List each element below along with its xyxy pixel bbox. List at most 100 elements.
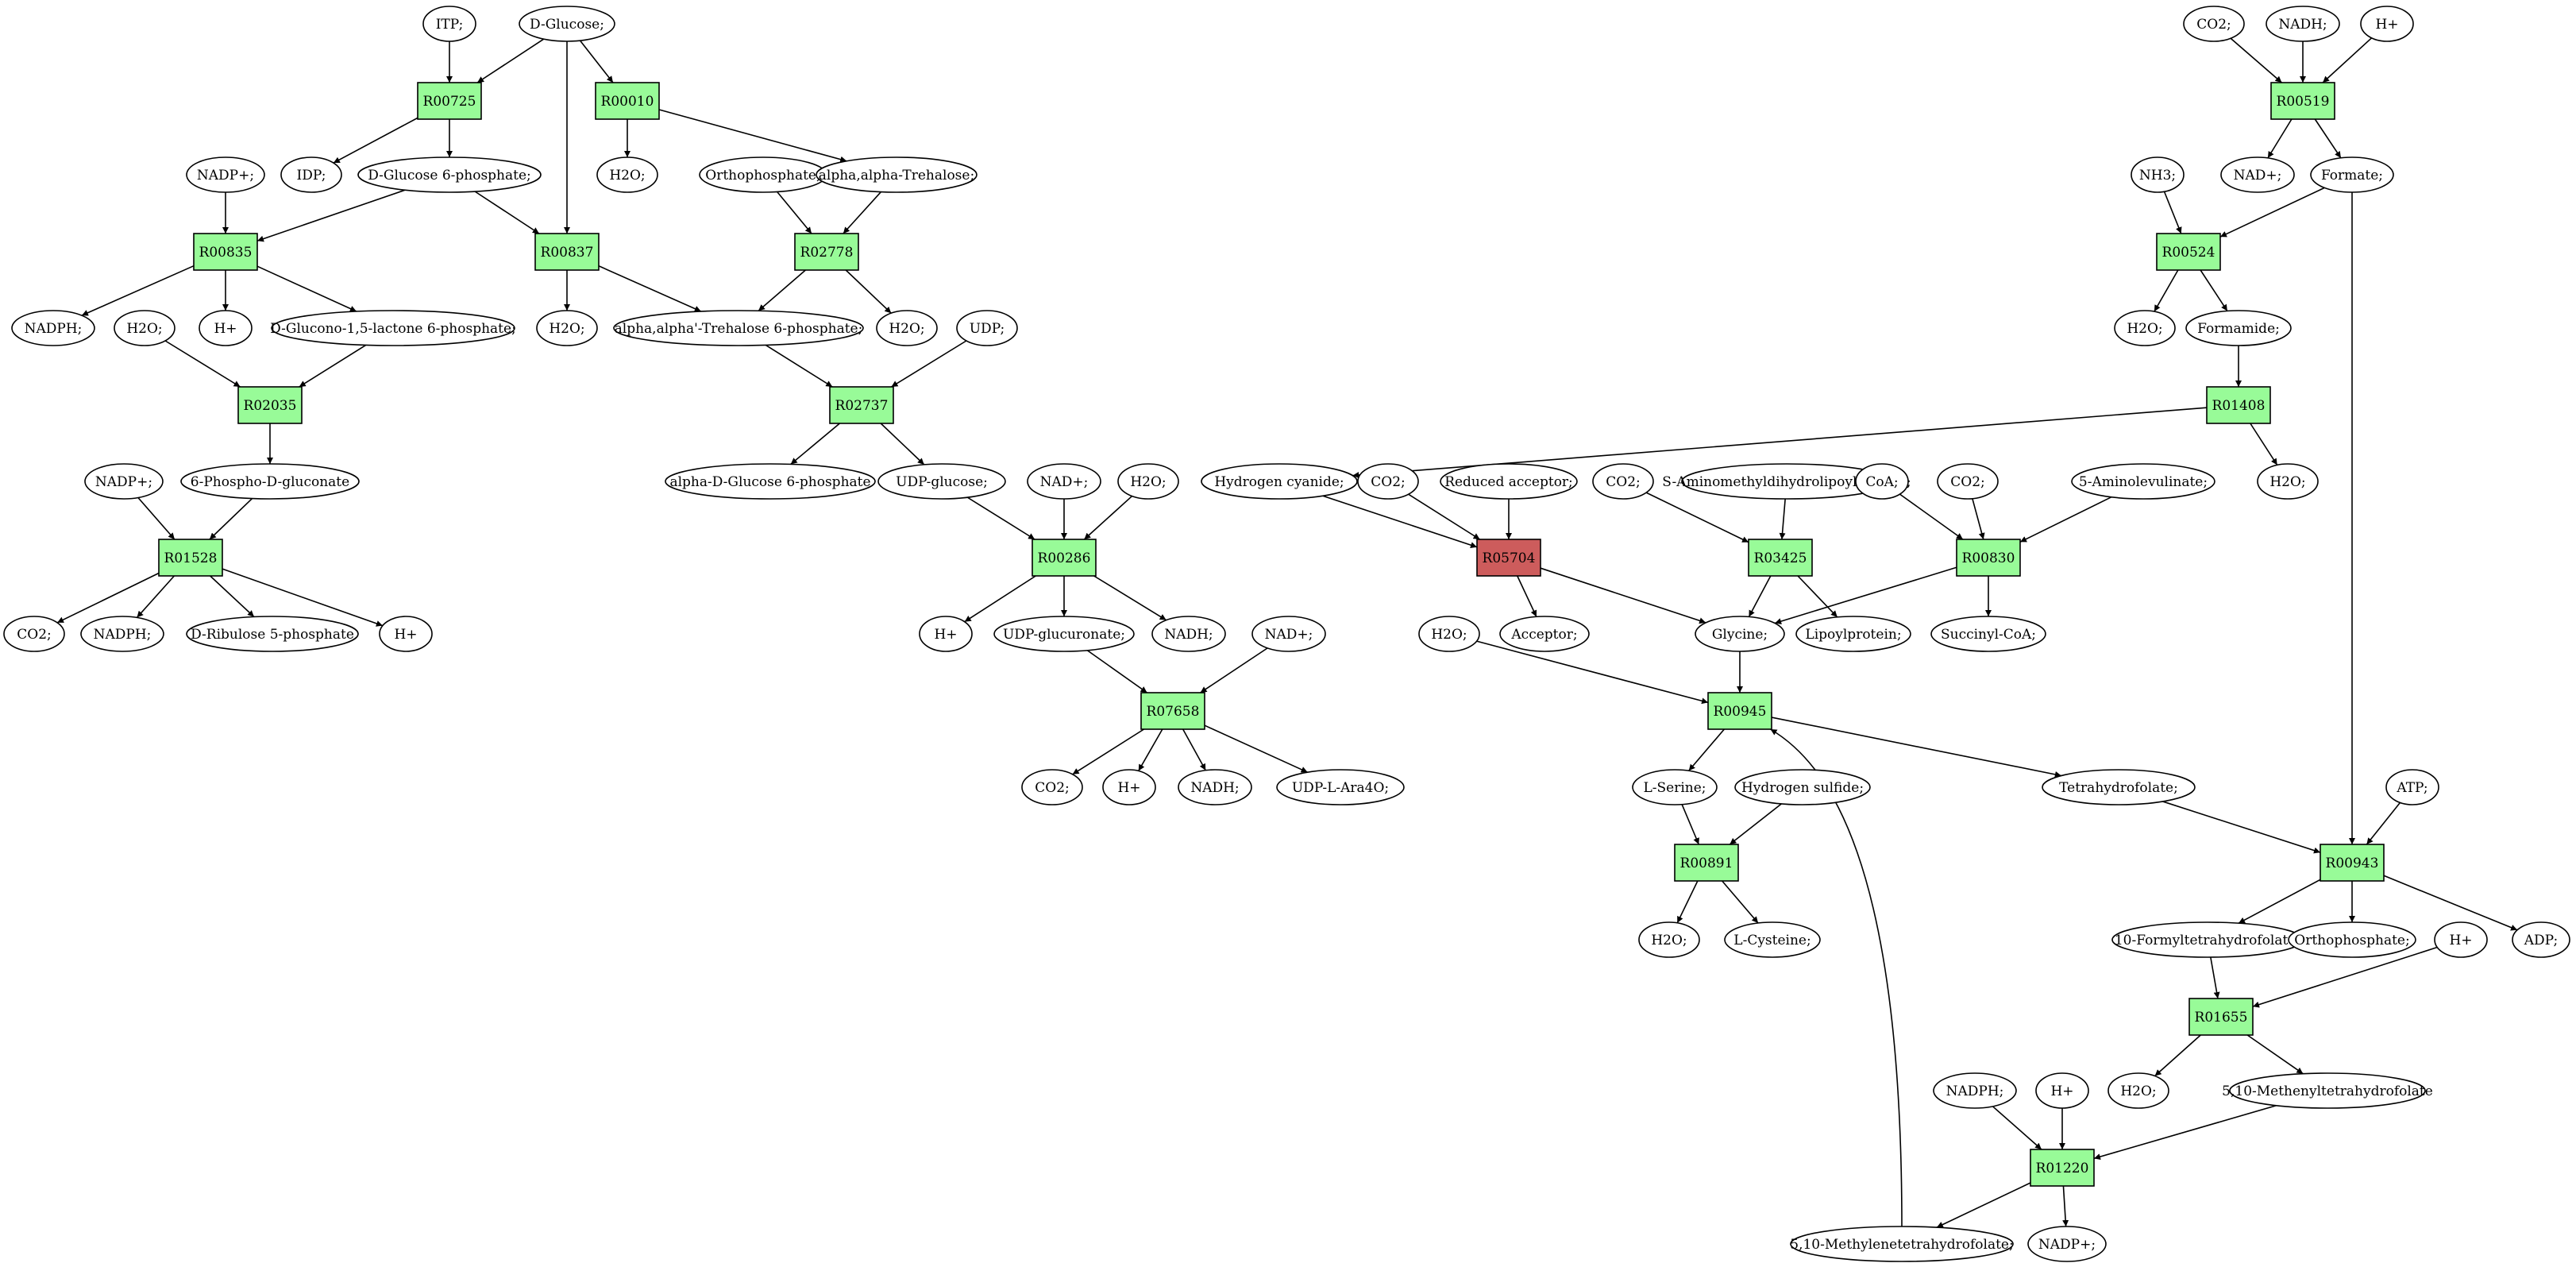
compound-node-c_h2o_g[interactable]: H2O; <box>2257 463 2319 500</box>
compound-node-c_co2_3[interactable]: CO2; <box>2183 6 2245 42</box>
compound-node-c_hplus5[interactable]: H+ <box>2360 6 2414 42</box>
compound-node-c_co2_2[interactable]: CO2; <box>1021 769 1083 805</box>
reaction-node-r00830[interactable]: R00830 <box>1956 539 2021 577</box>
reaction-node-r00835[interactable]: R00835 <box>193 233 258 271</box>
compound-node-c_h2o_j[interactable]: H2O; <box>2107 1072 2169 1109</box>
compound-node-c_g6p[interactable]: D-Glucose 6-phosphate; <box>357 156 542 193</box>
compound-node-c_hplus6[interactable]: H+ <box>2434 921 2488 958</box>
compound-node-c_nad3[interactable]: NAD+; <box>2220 156 2295 193</box>
compound-node-c_lipo[interactable]: Lipoylprotein; <box>1795 616 1911 652</box>
reaction-node-r00837[interactable]: R00837 <box>534 233 600 271</box>
compound-node-c_6pg[interactable]: 6-Phospho-D-gluconate <box>180 463 360 500</box>
reaction-node-r01220[interactable]: R01220 <box>2030 1149 2095 1187</box>
compound-node-c_hplus4[interactable]: H+ <box>1102 769 1156 805</box>
compound-node-c_ortho1[interactable]: Orthophosphate; <box>699 156 827 193</box>
reaction-node-r02778[interactable]: R02778 <box>794 233 859 271</box>
compound-node-c_nadp3[interactable]: NADP+; <box>2027 1226 2107 1262</box>
compound-node-c_h2o_h[interactable]: H2O; <box>1418 616 1480 652</box>
reaction-node-r02737[interactable]: R02737 <box>829 386 894 424</box>
compound-node-c_fthf[interactable]: 10-Formyltetrahydrofolate; <box>2111 921 2304 958</box>
compound-node-c_methylene[interactable]: 5,10-Methylenetetrahydrofolate; <box>1790 1226 2014 1262</box>
compound-node-c_ag6p[interactable]: alpha-D-Glucose 6-phosphate <box>665 463 876 500</box>
compound-node-c_udpglca[interactable]: UDP-glucuronate; <box>993 616 1135 652</box>
edge-c_hplus5-to-r00519 <box>2322 37 2373 83</box>
compound-node-c_thf[interactable]: Tetrahydrofolate; <box>2042 769 2196 805</box>
compound-ellipse <box>186 156 265 193</box>
reaction-node-r00943[interactable]: R00943 <box>2320 844 2385 882</box>
reaction-node-r01528[interactable]: R01528 <box>158 539 223 577</box>
compound-node-c_h2o_e[interactable]: H2O; <box>1117 463 1179 500</box>
compound-node-c_hcn[interactable]: Hydrogen cyanide; <box>1201 463 1358 500</box>
compound-node-c_redacc[interactable]: Reduced acceptor; <box>1440 463 1578 500</box>
compound-node-c_succoa[interactable]: Succinyl-CoA; <box>1930 616 2046 652</box>
compound-node-c_ru5p[interactable]: D-Ribulose 5-phosphate <box>186 616 359 652</box>
compound-node-c_co2_6[interactable]: CO2; <box>1937 463 1999 500</box>
compound-node-c_formate[interactable]: Formate; <box>2310 156 2394 193</box>
compound-node-c_glc[interactable]: D-Glucose; <box>519 6 615 42</box>
reaction-node-r00945[interactable]: R00945 <box>1707 692 1772 730</box>
compound-node-c_cys[interactable]: L-Cysteine; <box>1724 921 1821 958</box>
compound-node-c_adp[interactable]: ADP; <box>2512 921 2570 958</box>
reaction-node-r07658[interactable]: R07658 <box>1140 692 1205 730</box>
compound-node-c_co2_1[interactable]: CO2; <box>3 616 65 652</box>
reaction-node-r05704[interactable]: R05704 <box>1476 539 1541 577</box>
compound-node-c_nadh3[interactable]: NADH; <box>2266 6 2340 42</box>
reaction-node-r01408[interactable]: R01408 <box>2206 386 2271 424</box>
compound-node-c_hplus7[interactable]: H+ <box>2035 1072 2089 1109</box>
compound-node-c_methenyl[interactable]: 5,10-Methenyltetrahydrofolate <box>2222 1072 2433 1109</box>
reaction-node-r00725[interactable]: R00725 <box>417 82 482 120</box>
compound-node-c_nadp1[interactable]: NADP+; <box>186 156 265 193</box>
reaction-node-r00524[interactable]: R00524 <box>2156 233 2221 271</box>
compound-node-c_udpglc[interactable]: UDP-glucose; <box>877 463 1006 500</box>
compound-node-c_serine[interactable]: L-Serine; <box>1632 769 1718 805</box>
compound-ellipse <box>1632 769 1718 805</box>
compound-node-c_udp[interactable]: UDP; <box>956 310 1018 346</box>
reaction-node-r02035[interactable]: R02035 <box>237 386 303 424</box>
compound-node-c_coa[interactable]: CoA; <box>1855 463 1909 500</box>
edge-r00519-to-c_formate <box>2314 118 2342 159</box>
edge-r00524-to-c_formamide <box>2200 269 2228 311</box>
compound-node-c_acceptor[interactable]: Acceptor; <box>1499 616 1590 652</box>
compound-node-c_h2o_a[interactable]: H2O; <box>596 156 658 193</box>
compound-node-c_nadph2[interactable]: NADPH; <box>80 616 164 652</box>
compound-node-c_nh3[interactable]: NH3; <box>2131 156 2185 193</box>
compound-node-c_samlp[interactable]: S-Aminomethyldihydrolipoylprotein; <box>1662 463 1911 500</box>
reaction-node-r03425[interactable]: R03425 <box>1748 539 1813 577</box>
compound-node-c_nadh1[interactable]: NADH; <box>1151 616 1226 652</box>
compound-node-c_co2_4[interactable]: CO2; <box>1357 463 1419 500</box>
compound-node-c_co2_5[interactable]: CO2; <box>1592 463 1654 500</box>
reaction-node-r00010[interactable]: R00010 <box>595 82 660 120</box>
compound-node-c_hplus3[interactable]: H+ <box>919 616 973 652</box>
compound-node-c_treh[interactable]: alpha,alpha-Trehalose; <box>816 156 978 193</box>
compound-node-c_h2o_c[interactable]: H2O; <box>536 310 598 346</box>
reaction-node-r01655[interactable]: R01655 <box>2188 998 2254 1036</box>
compound-node-c_glycine[interactable]: Glycine; <box>1695 616 1785 652</box>
compound-node-c_nad2[interactable]: NAD+; <box>1251 616 1326 652</box>
compound-node-c_nadh2[interactable]: NADH; <box>1178 769 1252 805</box>
reaction-node-r00891[interactable]: R00891 <box>1674 844 1739 882</box>
node-label: H2O; <box>2269 474 2305 490</box>
compound-node-c_h2o_b[interactable]: H2O; <box>114 310 175 346</box>
compound-node-c_h2o_d[interactable]: H2O; <box>876 310 938 346</box>
compound-node-c_hplus1[interactable]: H+ <box>199 310 253 346</box>
compound-node-c_glucono[interactable]: D-Glucono-1,5-lactone 6-phosphate; <box>270 310 516 346</box>
compound-node-c_idp[interactable]: IDP; <box>280 156 342 193</box>
reaction-node-r00286[interactable]: R00286 <box>1032 539 1097 577</box>
compound-node-c_h2s[interactable]: Hydrogen sulfide; <box>1734 769 1871 805</box>
compound-node-c_h2o_i[interactable]: H2O; <box>1638 921 1700 958</box>
compound-node-c_nadph1[interactable]: NADPH; <box>11 310 95 346</box>
compound-node-c_nadph3[interactable]: NADPH; <box>1933 1072 2017 1109</box>
compound-node-c_hplus2[interactable]: H+ <box>379 616 433 652</box>
reaction-node-r00519[interactable]: R00519 <box>2270 82 2335 120</box>
compound-node-c_nadp2[interactable]: NADP+; <box>84 463 164 500</box>
reaction-box <box>1674 844 1739 882</box>
compound-node-c_formamide[interactable]: Formamide; <box>2185 310 2292 346</box>
compound-node-c_udpara[interactable]: UDP-L-Ara4O; <box>1276 769 1405 805</box>
compound-node-c_t6p[interactable]: alpha,alpha'-Trehalose 6-phosphate; <box>613 310 864 346</box>
compound-node-c_nad1[interactable]: NAD+; <box>1027 463 1101 500</box>
compound-node-c_itp[interactable]: ITP; <box>422 6 476 42</box>
compound-node-c_atp[interactable]: ATP; <box>2385 769 2439 805</box>
compound-node-c_ala[interactable]: 5-Aminolevulinate; <box>2071 463 2215 500</box>
compound-node-c_h2o_f[interactable]: H2O; <box>2114 310 2176 346</box>
compound-node-c_ortho2[interactable]: Orthophosphate; <box>2288 921 2416 958</box>
